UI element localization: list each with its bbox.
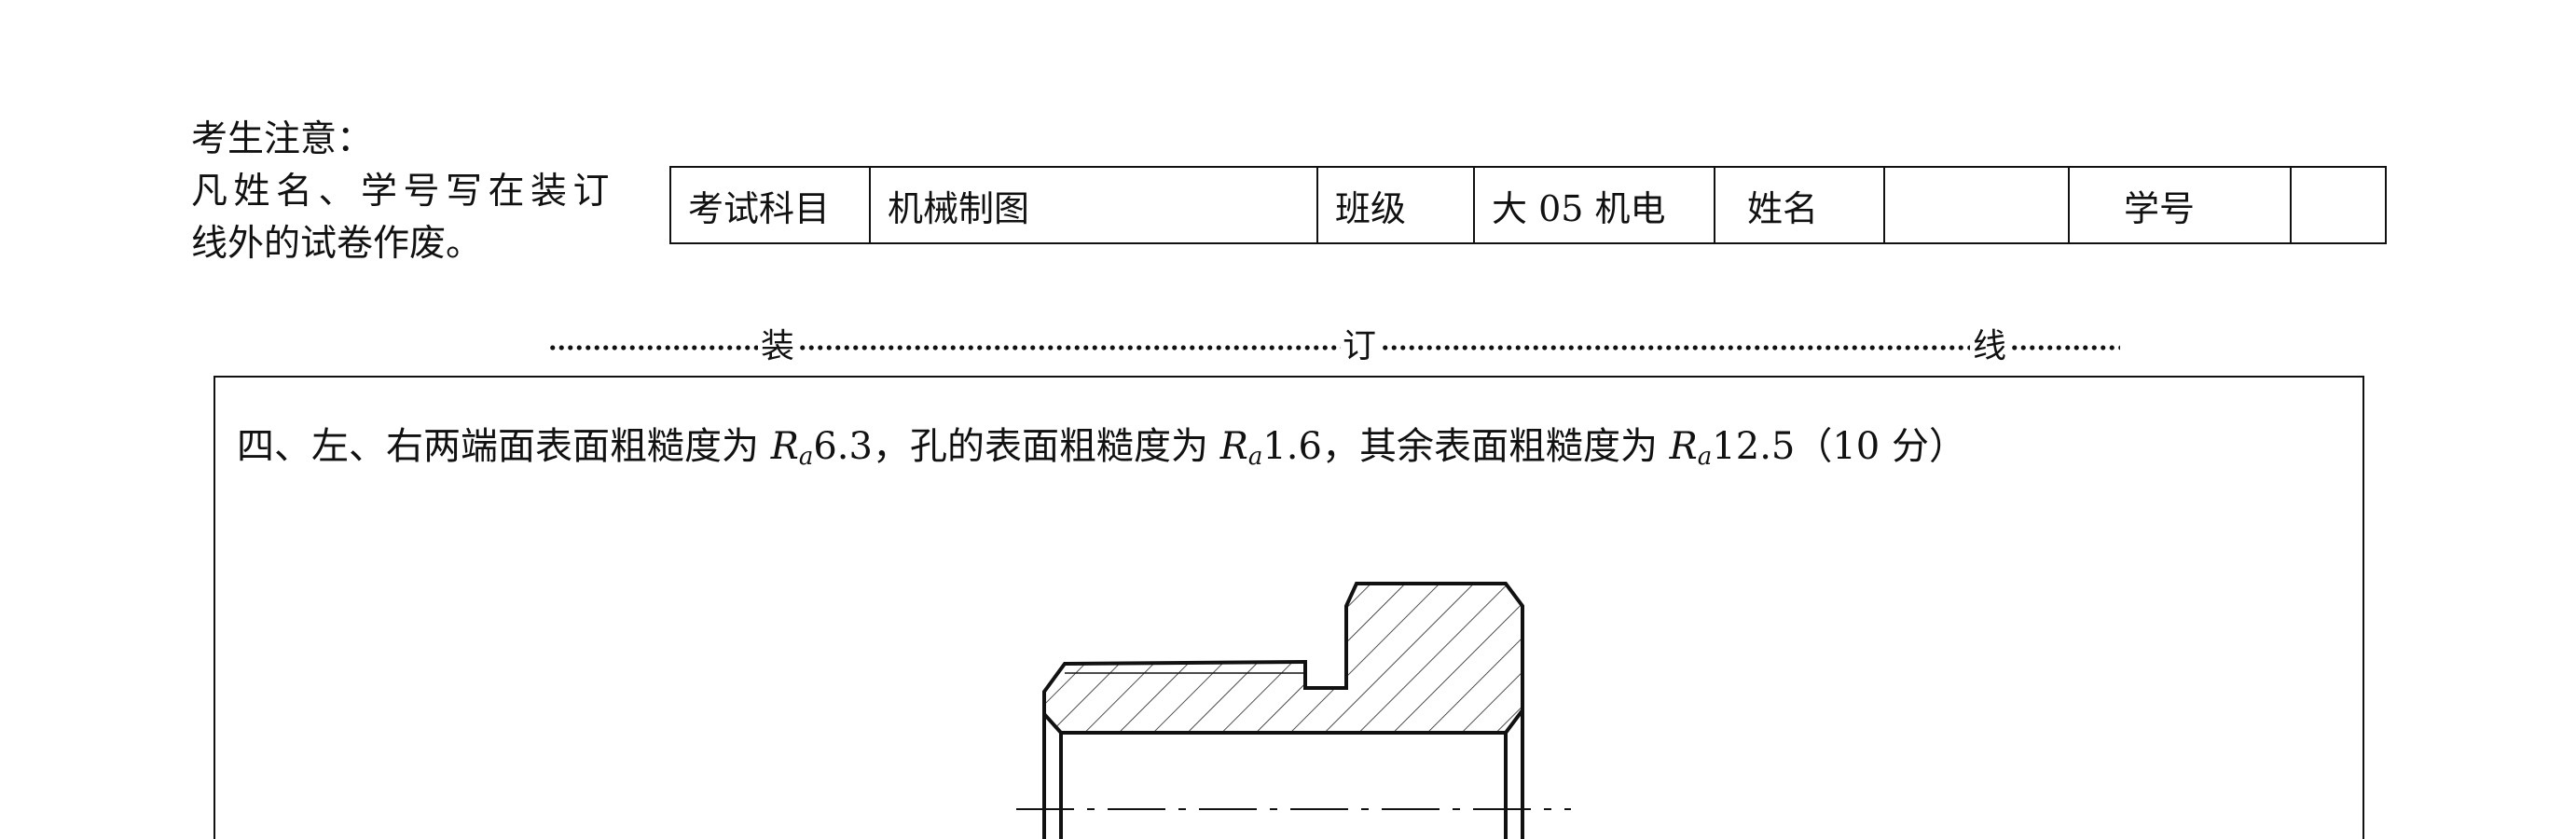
binding-char-zhuang: 装 xyxy=(761,327,795,365)
dotted-segment xyxy=(2010,345,2120,351)
id-label: 学号 xyxy=(2068,166,2292,244)
dotted-segment xyxy=(548,345,758,351)
notice-line-2: 线外的试卷作废。 xyxy=(191,223,483,265)
exam-notice: 考生注意： 凡姓名、学号写在装订 线外的试卷作废。 xyxy=(191,114,639,270)
roughness-symbol-2: Ra xyxy=(1219,425,1263,471)
notice-line-1: 凡姓名、学号写在装订 xyxy=(191,171,616,213)
section-hatch xyxy=(1044,584,1522,733)
dotted-segment xyxy=(798,345,1341,351)
exam-info-table: 考试科目 机械制图 班级 大 05 机电 姓名 学号 xyxy=(669,166,2387,244)
roughness-symbol-1: Ra xyxy=(770,425,814,471)
binding-char-ding: 订 xyxy=(1343,327,1377,365)
id-value-field[interactable] xyxy=(2290,166,2387,244)
question-part-1: 四、左、右两端面表面粗糙度为 xyxy=(237,425,771,468)
table-row: 考试科目 机械制图 班级 大 05 机电 姓名 学号 xyxy=(669,166,2387,244)
question-text: 四、左、右两端面表面粗糙度为 Ra6.3，孔的表面粗糙度为 Ra1.6，其余表面… xyxy=(237,416,1966,471)
roughness-value-1: 6.3，孔的表面粗糙度为 xyxy=(813,425,1220,468)
subject-label: 考试科目 xyxy=(669,166,871,244)
subject-value: 机械制图 xyxy=(869,166,1318,244)
binding-line: 装 订 线 xyxy=(548,327,2120,371)
section-outline xyxy=(1042,582,1524,735)
roughness-symbol-3: Ra xyxy=(1669,425,1713,471)
name-label: 姓名 xyxy=(1714,166,1885,244)
binding-char-xian: 线 xyxy=(1973,327,2007,365)
class-value: 大 05 机电 xyxy=(1473,166,1715,244)
name-value-field[interactable] xyxy=(1883,166,2070,244)
notice-title: 考生注意： xyxy=(191,118,374,160)
dotted-segment xyxy=(1381,345,1970,351)
question-box xyxy=(214,376,2364,839)
roughness-value-2: 1.6，其余表面粗糙度为 xyxy=(1262,425,1670,468)
roughness-value-3: 12.5（10 分） xyxy=(1712,425,1966,468)
class-label: 班级 xyxy=(1316,166,1475,244)
